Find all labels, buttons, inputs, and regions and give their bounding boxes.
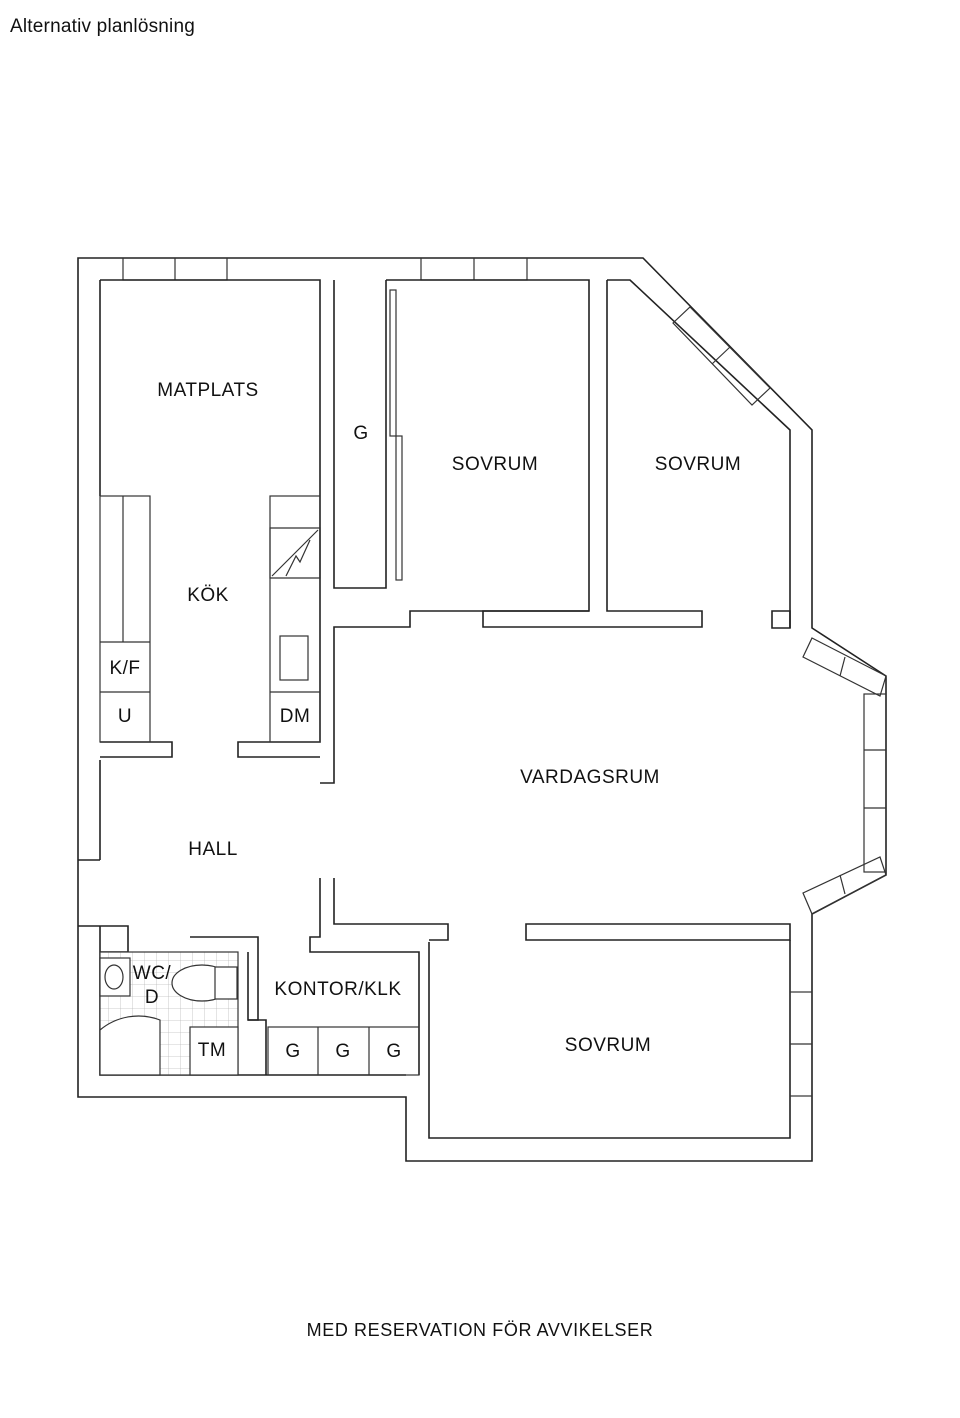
plan-heading: Alternativ planlösning <box>10 16 196 37</box>
label-g-3: G <box>386 1041 401 1062</box>
fixtures <box>99 289 420 1076</box>
label-garderob: G <box>353 423 368 444</box>
label-u: U <box>118 706 132 727</box>
label-g-2: G <box>335 1041 350 1062</box>
disclaimer: MED RESERVATION FÖR AVVIKELSER <box>306 1320 654 1340</box>
label-matplats: MATPLATS <box>157 380 258 401</box>
label-tm: TM <box>198 1040 226 1061</box>
label-kok: KÖK <box>187 585 229 606</box>
label-vardagsrum: VARDAGSRUM <box>520 767 660 788</box>
label-wc-d: D <box>145 987 159 1008</box>
label-kf: K/F <box>109 658 140 679</box>
label-g-1: G <box>285 1041 300 1062</box>
interior-walls <box>78 279 791 1075</box>
label-sovrum-3: SOVRUM <box>565 1035 651 1056</box>
label-dm: DM <box>280 706 311 727</box>
label-sovrum-1: SOVRUM <box>452 454 538 475</box>
label-kontor: KONTOR/KLK <box>274 979 401 1000</box>
label-wc: WC/ <box>133 963 172 984</box>
label-sovrum-2: SOVRUM <box>655 454 741 475</box>
label-hall: HALL <box>188 839 238 860</box>
room-labels: MATPLATS G SOVRUM SOVRUM KÖK K/F U DM VA… <box>109 380 741 1062</box>
